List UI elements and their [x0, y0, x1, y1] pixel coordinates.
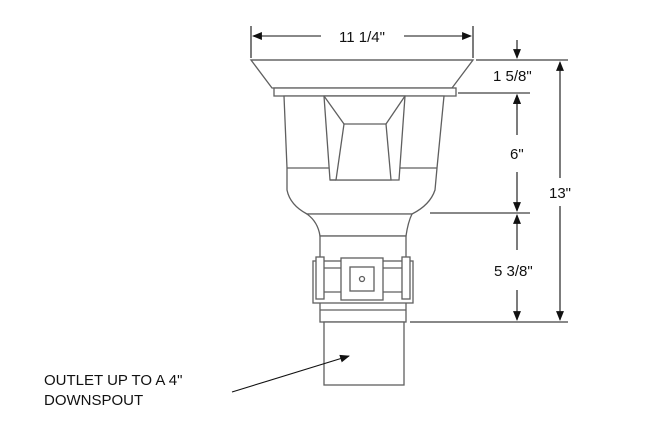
outlet-height-label: 5 3/8": [494, 263, 533, 280]
pyramid-panel: [323, 95, 406, 181]
width-dimension: 11 1/4": [250, 26, 474, 58]
overall-height-label: 13": [549, 185, 571, 202]
bracket-band: [312, 256, 414, 304]
note-line-2: DOWNSPOUT: [44, 392, 143, 409]
extension-lines: [410, 59, 568, 323]
overall-dimension: 13": [549, 61, 571, 321]
outlet-note: OUTLET UP TO A 4" DOWNSPOUT: [44, 354, 350, 409]
lip-dimension: 1 5/8": [493, 40, 532, 110]
top-lip: [249, 59, 475, 97]
neck: [305, 213, 414, 237]
body-dimension: 6": [510, 94, 524, 212]
lip-label: 1 5/8": [493, 68, 532, 85]
downspout-outlet: [323, 321, 405, 386]
width-label: 11 1/4": [339, 29, 385, 46]
note-line-1: OUTLET UP TO A 4": [44, 372, 182, 389]
outlet-dimension: 5 3/8": [494, 214, 533, 321]
conductor-head: [249, 59, 475, 386]
body-height-label: 6": [510, 146, 524, 163]
